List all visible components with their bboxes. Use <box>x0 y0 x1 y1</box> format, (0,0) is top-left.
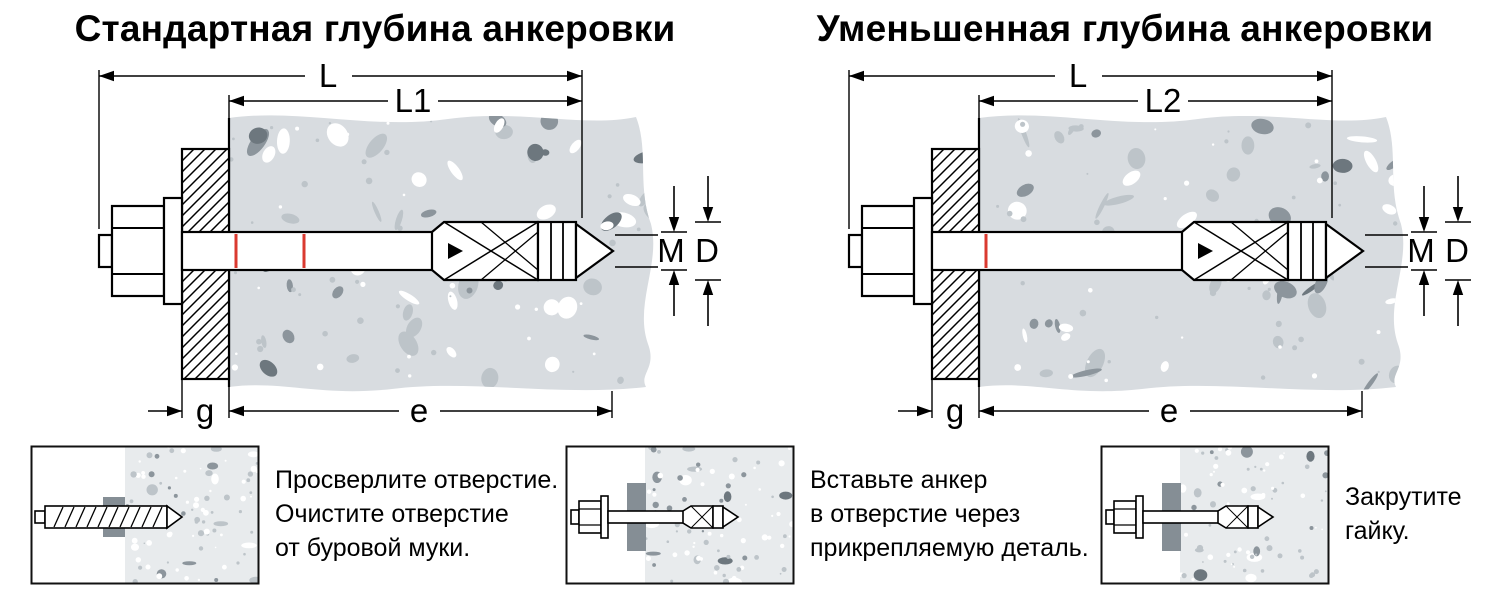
dim-label-drill: D <box>1445 232 1469 269</box>
step-3-tighten-illustration <box>1100 445 1330 585</box>
step-3-text: Закрутите гайку. <box>1345 483 1462 545</box>
dim-label-thread: M <box>657 232 685 269</box>
diagram-title-standard: Стандартная глубина анкеровки <box>74 8 676 49</box>
dim-label-embed: L1 <box>395 82 432 119</box>
step-1-text: Просверлите отверстие. Очистите отверсти… <box>275 466 559 562</box>
dim-label-embed: L2 <box>1145 82 1182 119</box>
drill-bit <box>34 504 184 530</box>
anchor-bolt <box>847 196 1408 306</box>
mini-anchor <box>1105 495 1275 539</box>
dim-label-depth: e <box>1160 392 1178 429</box>
dim-label-thread: M <box>1407 232 1435 269</box>
dim-label-depth: e <box>410 392 428 429</box>
step-2-insert-illustration <box>565 445 795 585</box>
diagram-title-reduced: Уменьшенная глубина анкеровки <box>816 8 1434 49</box>
dim-label-total: L <box>1069 57 1087 94</box>
mini-anchor <box>570 495 740 539</box>
step-1-drill-illustration <box>30 445 260 585</box>
dim-label-drill: D <box>695 232 719 269</box>
step-2-text: Вставьте анкер в отверстие через прикреп… <box>810 466 1089 562</box>
anchor-bolt <box>97 196 658 306</box>
dim-label-plate: g <box>196 392 214 429</box>
dim-label-plate: g <box>946 392 964 429</box>
dim-label-total: L <box>319 57 337 94</box>
